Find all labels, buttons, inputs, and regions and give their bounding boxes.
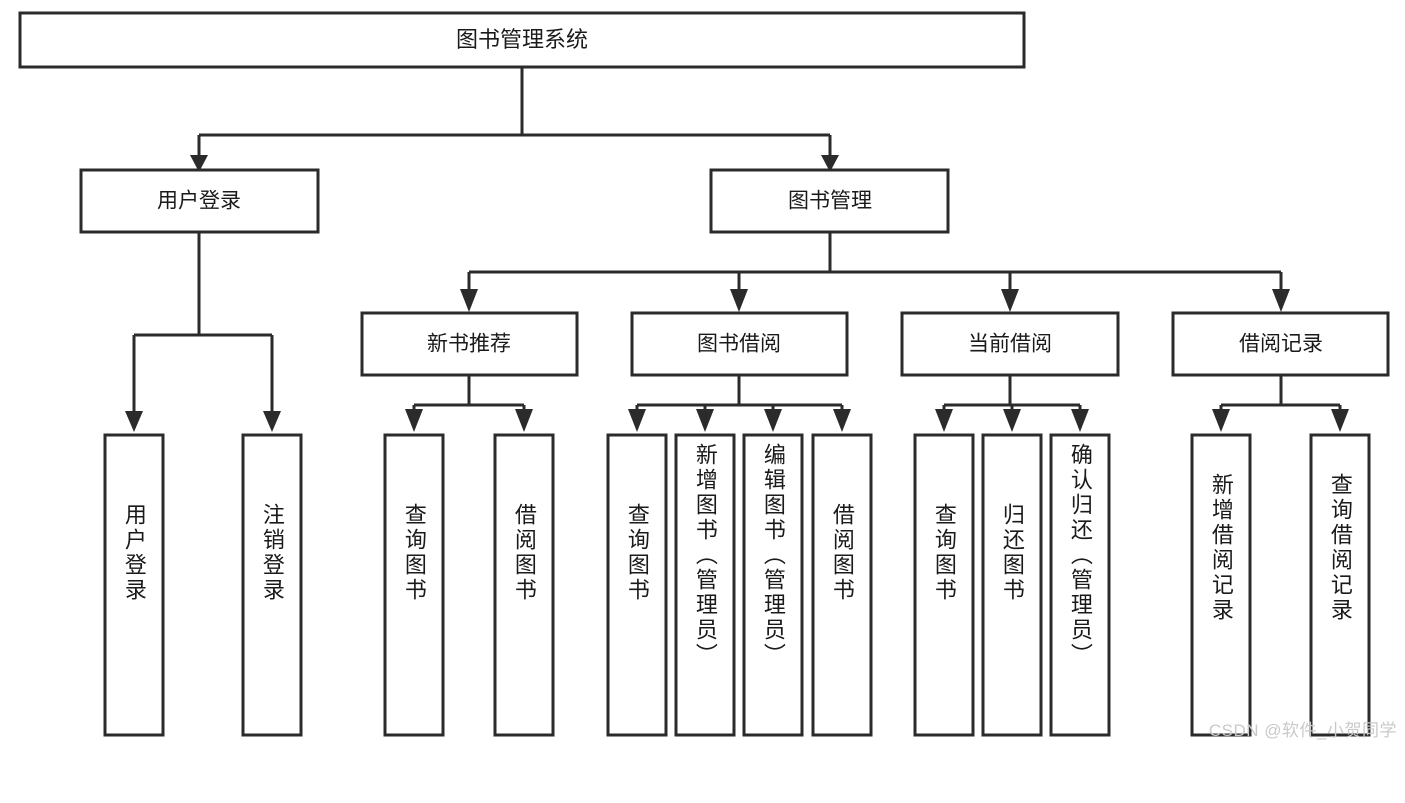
connector-book-borrow-to-leaves <box>635 375 844 414</box>
arrow-head-leaf-edit-book <box>764 409 782 432</box>
arrow-head-book-borrow <box>730 289 748 312</box>
leaf-box-layer <box>103 433 1371 737</box>
node-current-borrow[interactable]: 当前借阅 <box>900 311 1120 377</box>
node-borrow-record-box[interactable] <box>1171 311 1390 377</box>
node-borrow-record-label: 借阅记录 <box>1239 333 1323 356</box>
node-new-book-recommend[interactable]: 新书推荐 <box>360 311 579 377</box>
node-user-login-label: 用户登录 <box>157 190 241 213</box>
node-root-box[interactable] <box>18 11 1026 69</box>
node-user-login[interactable]: 用户登录 <box>79 168 320 234</box>
arrow-head-leaf-query-book-3 <box>935 409 953 432</box>
arrow-head-leaf-query-book-1 <box>405 409 423 432</box>
arrow-head-leaf-user-login <box>125 411 143 432</box>
arrow-head-user-login <box>190 155 208 172</box>
connector-new-book-recommend-to-leaves <box>412 375 526 414</box>
connector-borrow-record-to-leaves <box>1219 375 1342 414</box>
node-book-borrow-label: 图书借阅 <box>697 333 781 356</box>
tree-diagram-svg: 图书管理系统 用户登录 图书管理 新书推荐 图书借阅 当前借阅 借阅记录 <box>18 11 1390 737</box>
arrow-head-leaf-borrow-book-1 <box>515 409 533 432</box>
connector-layer <box>125 67 1349 432</box>
connector-user-login-to-leaves <box>132 232 274 414</box>
arrow-head-book-manage <box>821 155 839 172</box>
connector-current-borrow-to-leaves <box>942 375 1082 414</box>
arrow-head-leaf-add-book <box>696 409 714 432</box>
node-user-login-box[interactable] <box>79 168 320 234</box>
arrow-head-leaf-borrow-book-2 <box>833 409 851 432</box>
node-root-label: 图书管理系统 <box>456 27 588 52</box>
node-new-book-recommend-label: 新书推荐 <box>427 333 511 356</box>
node-book-borrow-box[interactable] <box>630 311 849 377</box>
leaf-box-return-book[interactable] <box>981 433 1043 737</box>
leaf-box-query-book-2[interactable] <box>606 433 668 737</box>
leaf-box-query-book-1[interactable] <box>383 433 445 737</box>
connector-root-to-level2 <box>197 67 832 158</box>
diagram-canvas: 图书管理系统 用户登录 图书管理 新书推荐 图书借阅 当前借阅 借阅记录 <box>18 11 1397 740</box>
leaf-box-query-book-3[interactable] <box>913 433 975 737</box>
node-book-borrow[interactable]: 图书借阅 <box>630 311 849 377</box>
leaf-box-add-record[interactable] <box>1190 433 1252 737</box>
node-new-book-recommend-box[interactable] <box>360 311 579 377</box>
node-root[interactable]: 图书管理系统 <box>18 11 1026 69</box>
node-book-manage-box[interactable] <box>709 168 950 234</box>
arrow-head-leaf-user-logout <box>263 411 281 432</box>
leaf-box-edit-book[interactable] <box>742 433 804 737</box>
arrow-head-leaf-confirm-return <box>1071 409 1089 432</box>
csdn-watermark: CSDN @软件_小贺同学 <box>1208 721 1397 740</box>
node-current-borrow-label: 当前借阅 <box>968 333 1052 356</box>
leaf-box-user-logout[interactable] <box>241 433 303 737</box>
leaf-box-query-record[interactable] <box>1309 433 1371 737</box>
leaf-box-borrow-book-2[interactable] <box>811 433 873 737</box>
node-borrow-record[interactable]: 借阅记录 <box>1171 311 1390 377</box>
leaf-box-user-login[interactable] <box>103 433 165 737</box>
arrow-head-leaf-add-record <box>1212 409 1230 432</box>
arrow-head-new-book-recommend <box>460 289 478 312</box>
node-book-manage[interactable]: 图书管理 <box>709 168 950 234</box>
arrow-head-leaf-query-book-2 <box>628 409 646 432</box>
connector-book-manage-to-level3 <box>467 232 1283 292</box>
arrow-head-leaf-return-book <box>1003 409 1021 432</box>
arrow-head-borrow-record <box>1272 289 1290 312</box>
node-current-borrow-box[interactable] <box>900 311 1120 377</box>
node-book-manage-label: 图书管理 <box>788 190 872 213</box>
leaf-box-confirm-return[interactable] <box>1049 433 1111 737</box>
arrow-head-current-borrow <box>1001 289 1019 312</box>
leaf-box-add-book[interactable] <box>674 433 736 737</box>
leaf-box-borrow-book-1[interactable] <box>493 433 555 737</box>
arrow-head-leaf-query-record <box>1331 409 1349 432</box>
